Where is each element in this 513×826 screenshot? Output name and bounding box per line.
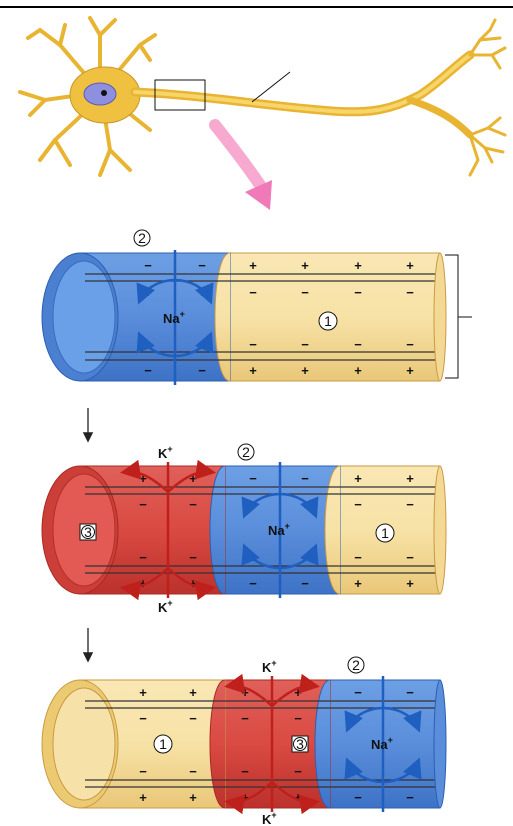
step-2-marker: 2	[352, 657, 360, 673]
charge-minus: −	[139, 711, 147, 726]
zoom-arrow	[215, 125, 272, 210]
step-2-marker: 2	[242, 444, 250, 460]
charge-plus: +	[139, 685, 147, 700]
charge-minus: −	[354, 285, 362, 300]
charge-minus: −	[249, 471, 257, 486]
charge-minus: −	[406, 497, 414, 512]
charge-minus: −	[301, 576, 309, 591]
charge-minus: −	[139, 550, 147, 565]
charge-minus: −	[406, 285, 414, 300]
charge-plus: +	[354, 576, 362, 591]
charge-plus: +	[354, 363, 362, 378]
charge-plus: +	[354, 471, 362, 486]
charge-minus: −	[198, 258, 206, 273]
charge-minus: −	[354, 550, 362, 565]
panel-1: − − + + + + − − + + + + − − − − − − − − …	[42, 230, 472, 385]
step-2-marker: 2	[138, 230, 146, 246]
charge-plus: +	[301, 363, 309, 378]
charge-minus: −	[189, 711, 197, 726]
bracket	[445, 255, 472, 378]
charge-plus: +	[354, 258, 362, 273]
axon-branch	[410, 100, 470, 135]
charge-minus: −	[189, 550, 197, 565]
charge-plus: +	[406, 471, 414, 486]
charge-plus: +	[406, 363, 414, 378]
charge-minus: −	[249, 337, 257, 352]
charge-minus: −	[249, 576, 257, 591]
neuron-illustration	[20, 18, 505, 175]
charge-plus: +	[301, 258, 309, 273]
axon-terminals	[470, 20, 505, 175]
potassium-ion-label: K+	[262, 810, 277, 826]
step-3-marker: 3	[296, 736, 304, 752]
charge-plus: +	[406, 576, 414, 591]
charge-minus: −	[406, 685, 414, 700]
charge-minus: −	[144, 258, 152, 273]
leader-line	[252, 72, 290, 102]
charge-minus: −	[301, 471, 309, 486]
charge-minus: −	[139, 764, 147, 779]
charge-plus: +	[249, 258, 257, 273]
charge-minus: −	[241, 764, 249, 779]
charge-minus: −	[198, 363, 206, 378]
potassium-ion-label: K+	[158, 444, 173, 461]
charge-minus: −	[354, 685, 362, 700]
charge-minus: −	[249, 285, 257, 300]
charge-minus: −	[406, 790, 414, 805]
charge-plus: +	[249, 363, 257, 378]
step-1-marker: 1	[159, 736, 167, 752]
step-3-marker: 3	[84, 524, 92, 540]
charge-minus: −	[189, 497, 197, 512]
potassium-ion-label: K+	[158, 598, 173, 615]
charge-minus: −	[294, 711, 302, 726]
charge-minus: −	[241, 711, 249, 726]
charge-minus: −	[294, 764, 302, 779]
charge-minus: −	[301, 337, 309, 352]
charge-minus: −	[144, 363, 152, 378]
charge-plus: +	[139, 790, 147, 805]
charge-minus: −	[406, 337, 414, 352]
potassium-ion-label: K+	[262, 658, 277, 675]
charge-minus: −	[189, 764, 197, 779]
step-1-marker: 1	[324, 313, 332, 329]
panel-3: + + − − − − + + + + − − − − + + − − + + …	[42, 657, 446, 826]
charge-minus: −	[354, 497, 362, 512]
charge-plus: +	[189, 790, 197, 805]
panel-2: + + − − − − + + − − + + + + − − + + − − …	[42, 444, 446, 615]
charge-minus: −	[139, 497, 147, 512]
charge-plus: +	[406, 258, 414, 273]
charge-plus: +	[241, 790, 249, 805]
nucleus	[84, 83, 116, 105]
charge-minus: −	[406, 550, 414, 565]
charge-minus: −	[301, 285, 309, 300]
charge-minus: −	[354, 790, 362, 805]
charge-minus: −	[354, 337, 362, 352]
charge-plus: +	[189, 685, 197, 700]
nucleolus	[101, 90, 107, 96]
step-1-marker: 1	[381, 525, 389, 541]
